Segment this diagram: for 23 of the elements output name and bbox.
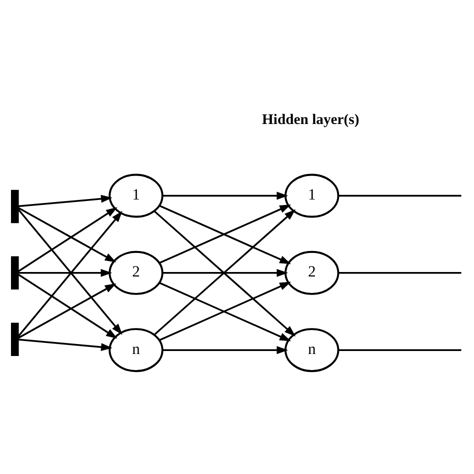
node-ellipse: 1 <box>284 173 340 218</box>
connector <box>338 272 462 274</box>
arrow <box>18 338 112 350</box>
node-ellipse: n <box>108 328 164 372</box>
arrow <box>17 273 118 338</box>
arrow <box>162 346 288 354</box>
node-ellipse: 1 <box>108 173 164 218</box>
label: Hidden layer(s) <box>262 111 360 128</box>
node-ellipse: 2 <box>284 250 340 294</box>
arrow <box>18 268 112 276</box>
node-ellipse: 2 <box>108 250 164 294</box>
arrow <box>18 206 116 262</box>
arrow <box>18 282 116 338</box>
arrow <box>18 194 112 207</box>
connector <box>338 194 462 196</box>
node-ellipse: n <box>284 328 340 372</box>
node-bar <box>10 256 19 290</box>
node-bar <box>10 189 19 223</box>
arrow <box>17 206 118 272</box>
arrow <box>162 191 288 200</box>
node-bar <box>10 322 19 356</box>
connector <box>338 348 462 350</box>
arrow <box>162 268 288 276</box>
